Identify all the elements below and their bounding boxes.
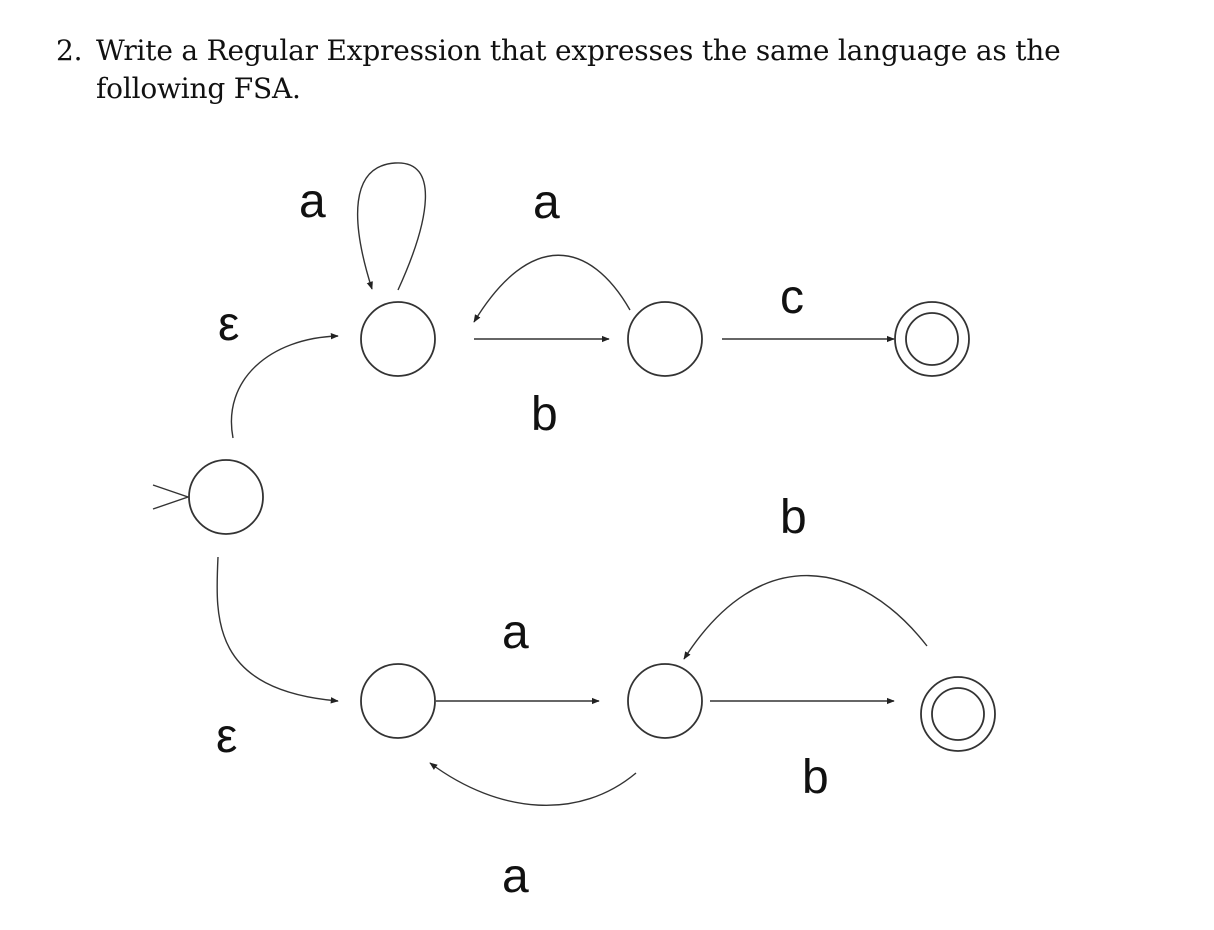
edge-label-q5-q6: b	[802, 751, 829, 804]
edge-q6-q5	[683, 575, 928, 660]
start-indicator-icon	[152, 484, 191, 510]
edge-label-q5-q4: a	[502, 850, 529, 903]
edge-label-q0-q4: ε	[216, 710, 237, 763]
edge-label-q2-q1: a	[533, 176, 560, 229]
state-q0-start	[188, 459, 264, 535]
edge-label-q1-self: a	[299, 175, 326, 228]
state-q1	[360, 301, 436, 377]
edge-q0-q4	[216, 556, 339, 704]
state-q3-accepting	[894, 301, 970, 377]
state-q6-accepting	[920, 676, 996, 752]
state-q5	[627, 663, 703, 739]
question-number: 2.	[56, 34, 83, 67]
edge-label-q6-q5: b	[780, 491, 807, 544]
edge-q0-q1	[230, 333, 339, 439]
state-q2	[627, 301, 703, 377]
question: 2. Write a Regular Expression that expre…	[56, 32, 1066, 108]
edge-label-q0-q1: ε	[218, 298, 239, 351]
state-q4	[360, 663, 436, 739]
question-text: Write a Regular Expression that expresse…	[96, 34, 1061, 105]
edge-label-q1-q2: b	[531, 388, 558, 441]
edge-label-q4-q5: a	[502, 606, 529, 659]
edge-label-q2-q3: c	[780, 271, 804, 324]
edge-q1-self-loop	[356, 162, 427, 291]
edge-q2-q1	[473, 254, 631, 323]
edge-q5-q4	[429, 762, 637, 806]
